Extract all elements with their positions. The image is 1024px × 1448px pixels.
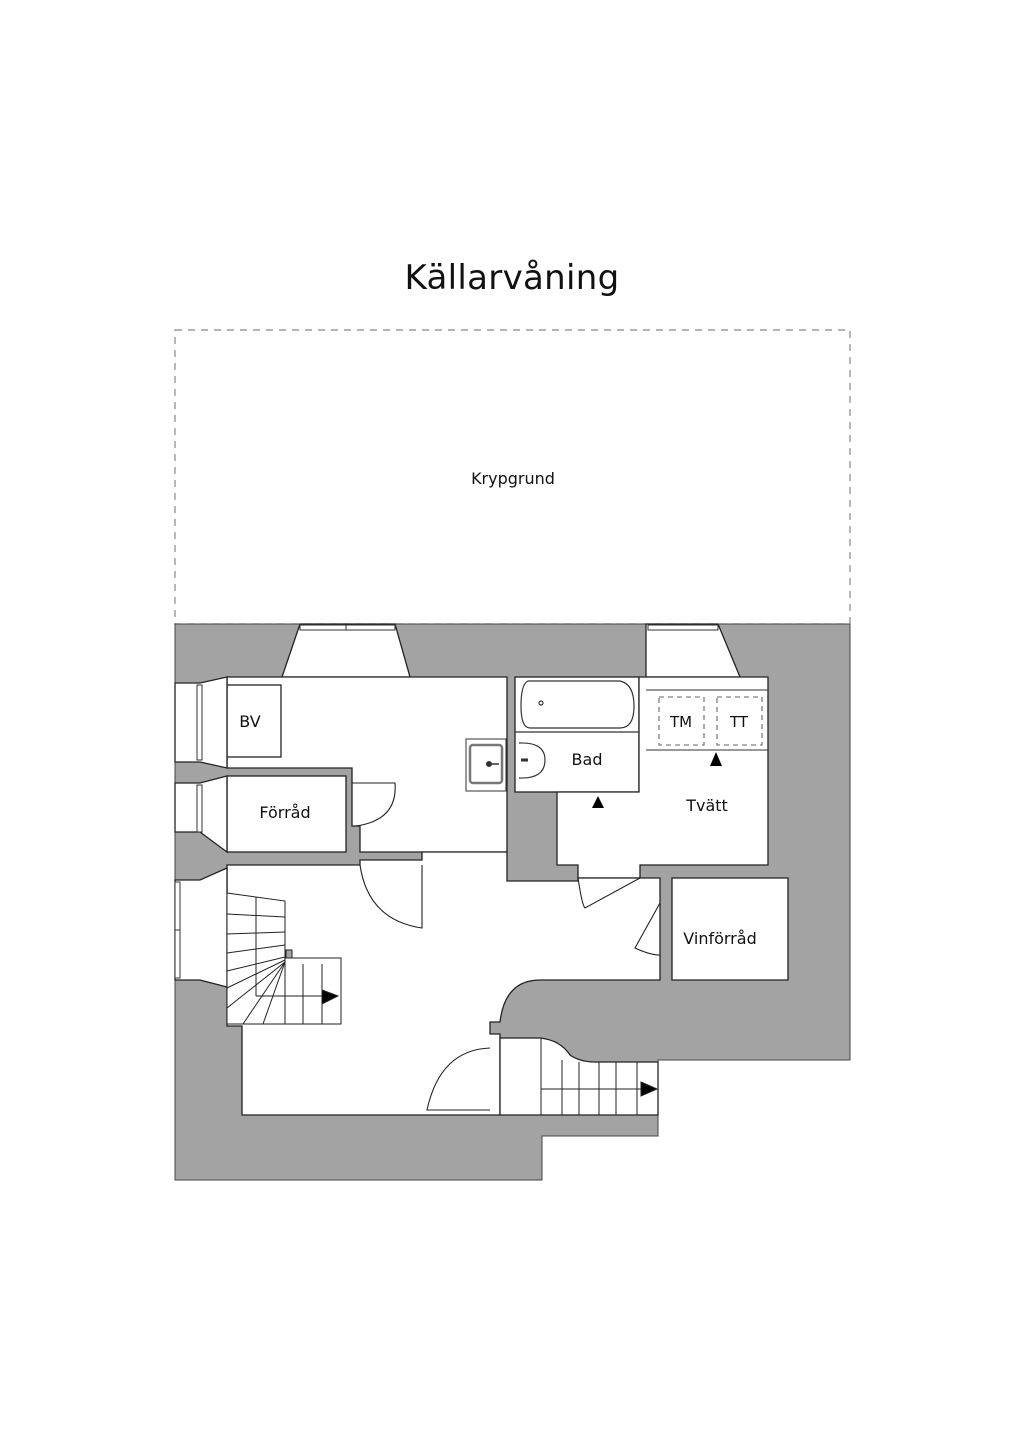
staircase-lower xyxy=(540,1038,659,1115)
stair-up-arrow-icon xyxy=(321,989,340,1005)
appliance-label-tumble-dryer: TT xyxy=(729,713,749,731)
appliance-label-washing-machine: TM xyxy=(669,713,692,731)
room-label-storage: Förråd xyxy=(259,803,310,822)
doors xyxy=(352,782,661,1111)
bathtub xyxy=(515,680,639,733)
utility-sink xyxy=(465,738,507,792)
laundry-view-arrow-icon xyxy=(710,752,722,766)
stair-down-arrow-icon xyxy=(640,1081,659,1097)
bathroom-view-arrow-icon xyxy=(592,796,604,808)
room-label-boiler: BV xyxy=(239,712,260,731)
direction-markers xyxy=(592,752,722,808)
room-label-bathroom: Bad xyxy=(572,750,603,769)
laundry-counter xyxy=(646,689,768,751)
wash-basin xyxy=(518,742,546,779)
room-label-crawlspace: Krypgrund xyxy=(471,469,555,488)
windows xyxy=(174,624,719,979)
floor-title: Källarvåning xyxy=(404,258,620,298)
staircase-upper xyxy=(226,892,342,1025)
room-label-wine-storage: Vinförråd xyxy=(683,929,756,948)
room-label-laundry: Tvätt xyxy=(685,796,728,815)
